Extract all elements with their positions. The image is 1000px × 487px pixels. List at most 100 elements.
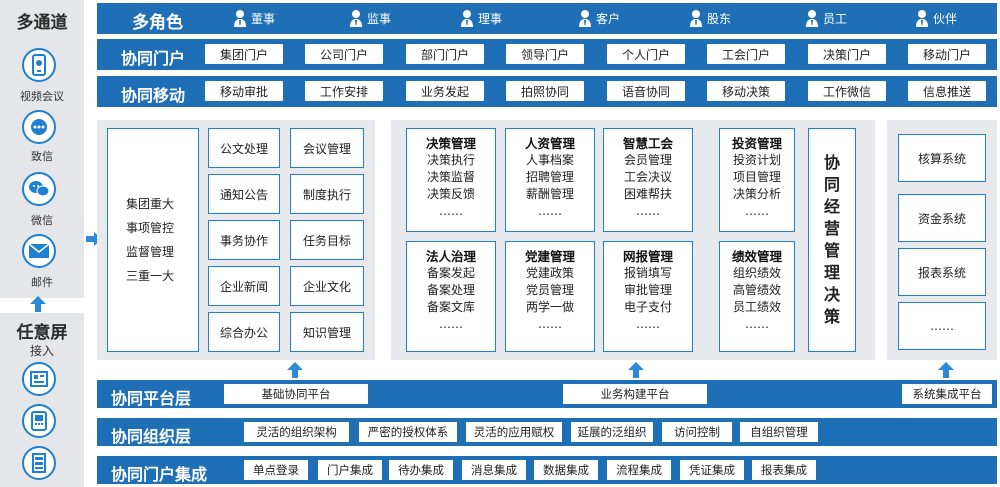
platform-item-integration[interactable]: 系统集成平台 [902,384,992,404]
module-box[interactable]: 党建管理党建政策党员管理两学一做…… [505,241,595,352]
group-item[interactable]: 会议管理 [290,128,364,168]
org-item[interactable]: 自组织管理 [740,422,818,442]
module-title: 人资管理 [524,136,575,151]
system-item[interactable]: 核算系统 [898,134,986,182]
module-line: 党员管理 [525,283,574,297]
group-item[interactable]: 事务协作 [208,220,280,260]
module-title: 党建管理 [524,249,575,264]
org-item[interactable]: 灵活的应用赋权 [466,422,562,442]
mobile-item[interactable]: 工作微信 [808,81,886,101]
role-item[interactable]: 伙伴 [915,9,957,27]
wechat-icon[interactable] [22,172,56,206]
role-label: 理事 [478,11,503,26]
module-line: 薪酬管理 [525,187,574,201]
org-item[interactable]: 灵活的组织架构 [244,422,349,442]
integration-item[interactable]: 凭证集成 [680,460,744,480]
mobile-screen-icon[interactable] [22,446,56,480]
group-main-line: 事项管控 [126,221,175,235]
portal-item[interactable]: 领导门户 [506,44,584,64]
module-line: 高管绩效 [732,283,781,297]
module-line: 困难帮扶 [623,187,672,201]
screen-subtitle: 接入 [29,344,54,358]
module-line: …… [439,204,463,218]
integration-item[interactable]: 门户集成 [318,460,382,480]
module-box[interactable]: 投资管理投资计划项目管理决策分析…… [719,128,795,232]
group-item[interactable]: 任务目标 [290,220,364,260]
module-box[interactable]: 智慧工会会员管理工会决议困难帮扶…… [603,128,693,232]
chat-bubble-icon[interactable] [22,110,56,144]
org-item[interactable]: 访问控制 [662,422,732,442]
mail-icon[interactable] [22,234,56,268]
group-item[interactable]: 公文处理 [208,128,280,168]
group-item[interactable]: 制度执行 [290,174,364,214]
portal-item[interactable]: 工会门户 [707,44,785,64]
role-label: 员工 [823,11,848,26]
mobile-item[interactable]: 业务发起 [406,81,484,101]
role-item[interactable]: 监事 [349,9,391,27]
system-item[interactable]: …… [898,302,986,350]
mobile-item[interactable]: 语音协同 [607,81,685,101]
role-item[interactable]: 员工 [805,9,847,27]
portal-item[interactable]: 移动门户 [908,44,986,64]
module-box[interactable]: 网报管理报销填写审批管理电子支付…… [603,241,693,352]
system-item[interactable]: 报表系统 [898,248,986,296]
module-line: 两学一做 [525,300,574,314]
module-line: 电子支付 [623,300,672,314]
roles-band: 多角色 [97,3,997,34]
module-line: 决策执行 [426,153,475,167]
portal-item[interactable]: 集团门户 [205,44,283,64]
group-main-line: 监督管理 [126,245,175,259]
channel-label-video: 视频会议 [20,90,64,103]
integration-item[interactable]: 单点登录 [244,460,308,480]
integration-item[interactable]: 数据集成 [534,460,598,480]
module-box[interactable]: 法人治理备案发起备案处理备案文库…… [406,241,496,352]
portal-item[interactable]: 部门门户 [406,44,484,64]
module-line: …… [538,204,562,218]
integration-item[interactable]: 消息集成 [462,460,526,480]
integration-title: 协同门户集成 [111,465,208,484]
org-item[interactable]: 严密的授权体系 [359,422,457,442]
portal-item[interactable]: 个人门户 [607,44,685,64]
group-item[interactable]: 通知公告 [208,174,280,214]
desktop-screen-icon[interactable] [22,362,56,396]
module-box[interactable]: 绩效管理组织绩效高管绩效员工绩效…… [719,241,795,352]
integration-item[interactable]: 报表集成 [752,460,816,480]
group-main-box[interactable]: 集团重大 事项管控 监督管理 三重一大 [107,128,199,352]
mobile-item[interactable]: 移动决策 [707,81,785,101]
module-line: 备案发起 [426,266,475,280]
module-box[interactable]: 决策管理决策执行决策监督决策反馈…… [406,128,496,232]
platform-item-business[interactable]: 业务构建平台 [563,384,707,404]
group-item[interactable]: 企业新闻 [208,266,280,306]
up-arrow-icon [30,296,46,312]
group-item[interactable]: 知识管理 [290,312,364,352]
platform-item-basic[interactable]: 基础协同平台 [224,384,368,404]
portal-item[interactable]: 公司门户 [305,44,383,64]
module-box[interactable]: 人资管理人事档案招聘管理薪酬管理…… [505,128,595,232]
integration-item[interactable]: 流程集成 [607,460,671,480]
screen-title: 任意屏 [16,323,68,343]
group-item[interactable]: 综合办公 [208,312,280,352]
role-item[interactable]: 董事 [233,9,275,27]
group-item[interactable]: 企业文化 [290,266,364,306]
module-title: 绩效管理 [731,249,782,264]
module-line: 报销填写 [623,266,672,280]
role-item[interactable]: 股东 [689,9,731,27]
tablet-screen-icon[interactable] [22,404,56,438]
org-item[interactable]: 延展的泛组织 [571,422,653,442]
mobile-item[interactable]: 拍照协同 [506,81,584,101]
mobile-item[interactable]: 信息推送 [908,81,986,101]
phone-video-icon[interactable] [22,48,56,82]
role-item[interactable]: 客户 [578,9,620,27]
mobile-item[interactable]: 工作安排 [305,81,383,101]
mobile-item[interactable]: 移动审批 [205,81,283,101]
role-item[interactable]: 理事 [460,9,502,27]
group-main-line: 集团重大 [126,197,175,211]
person-icon [579,10,591,27]
module-line: 决策分析 [732,187,781,201]
portal-item[interactable]: 决策门户 [808,44,886,64]
role-label: 监事 [367,11,392,26]
system-item[interactable]: 资金系统 [898,194,986,242]
integration-item[interactable]: 待办集成 [389,460,453,480]
decision-vertical-box[interactable]: 协同经营管理决策 [808,128,856,352]
mobile-title: 协同移动 [121,86,186,105]
